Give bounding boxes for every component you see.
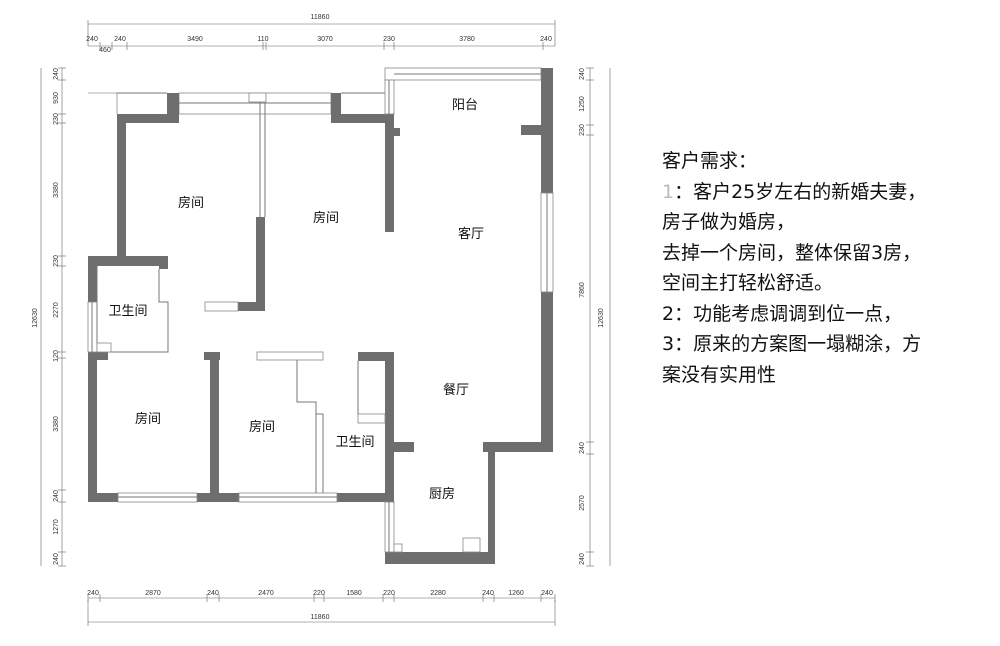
top-total-dimension: 11860 bbox=[311, 14, 330, 21]
right-dimension: 240 bbox=[579, 553, 586, 565]
left-dimension: 3380 bbox=[53, 182, 60, 198]
room-label-bathroom: 卫生间 bbox=[108, 304, 147, 319]
right-dimension: 7860 bbox=[579, 282, 586, 298]
top-dimension: 230 bbox=[383, 36, 395, 43]
top-dimension: 460 bbox=[99, 47, 111, 54]
bottom-dimension: 220 bbox=[383, 590, 395, 597]
bottom-dimension: 1260 bbox=[508, 590, 524, 597]
bottom-dimension: 1580 bbox=[346, 590, 362, 597]
client-requirements-notes: 客户需求： 1：客户25岁左右的新婚夫妻， 房子做为婚房， 去掉一个房间，整体保… bbox=[662, 146, 992, 390]
notes-line: 空间主打轻松舒适。 bbox=[662, 272, 834, 294]
notes-line: 去掉一个房间，整体保留3房， bbox=[662, 241, 922, 264]
room-label-bedroom: 房间 bbox=[249, 419, 275, 435]
bottom-dimension: 2280 bbox=[430, 590, 446, 597]
bottom-dimension: 220 bbox=[313, 590, 325, 597]
room-label-bathroom: 卫生间 bbox=[335, 435, 374, 450]
top-dimension: 240 bbox=[86, 36, 98, 43]
room-label-bedroom: 房间 bbox=[313, 210, 339, 226]
left-dimension: 230 bbox=[53, 113, 60, 125]
left-dimension: 2270 bbox=[53, 302, 60, 318]
room-label-kitchen: 厨房 bbox=[429, 486, 455, 502]
notes-line-text: ：客户25岁左右的新婚夫妻， bbox=[674, 180, 927, 203]
fixtures-and-windows bbox=[87, 67, 554, 553]
room-label-living-room: 客厅 bbox=[458, 226, 484, 242]
notes-line: 案没有实用性 bbox=[662, 363, 777, 386]
right-dimension: 240 bbox=[579, 68, 586, 80]
top-dimension-chain: 11860 240 240 460 3490 110 3070 230 3780… bbox=[86, 14, 556, 54]
bottom-dimension: 2870 bbox=[145, 590, 161, 597]
walls bbox=[88, 68, 553, 564]
left-dimension: 240 bbox=[53, 68, 60, 80]
room-label-bedroom: 房间 bbox=[178, 195, 204, 211]
top-dimension: 240 bbox=[114, 36, 126, 43]
room-labels: 阳台 房间 房间 客厅 卫生间 餐厅 房间 房间 卫生间 厨房 bbox=[108, 98, 484, 502]
room-label-bedroom: 房间 bbox=[135, 411, 161, 427]
left-total-dimension: 12630 bbox=[32, 308, 39, 328]
bottom-total-dimension: 11860 bbox=[311, 614, 330, 621]
left-dimension: 230 bbox=[53, 255, 60, 267]
top-dimension: 240 bbox=[540, 36, 552, 43]
left-dimension: 240 bbox=[53, 553, 60, 565]
left-dimension-chain: 240 930 230 3380 230 2270 120 3380 240 1… bbox=[32, 67, 66, 567]
notes-line: 2：功能考虑调调到位一点， bbox=[662, 302, 903, 325]
bottom-dimension: 2470 bbox=[258, 590, 274, 597]
left-dimension: 1270 bbox=[53, 519, 60, 535]
right-total-dimension: 12630 bbox=[598, 308, 605, 328]
top-dimension: 3490 bbox=[187, 36, 203, 43]
bottom-dimension: 240 bbox=[207, 590, 219, 597]
bottom-dimension: 240 bbox=[87, 590, 99, 597]
notes-line: 1：客户25岁左右的新婚夫妻， bbox=[662, 177, 992, 208]
notes-line: 3：原来的方案图一塌糊涂，方 bbox=[662, 333, 922, 355]
room-label-dining-room: 餐厅 bbox=[443, 382, 469, 398]
room-label-balcony: 阳台 bbox=[452, 98, 478, 113]
notes-line: 房子做为婚房， bbox=[662, 211, 796, 233]
bottom-dimension: 240 bbox=[541, 590, 553, 597]
left-dimension: 930 bbox=[53, 92, 60, 104]
right-dimension: 230 bbox=[579, 124, 586, 136]
right-dimension: 240 bbox=[579, 442, 586, 454]
bottom-dimension-chain: 240 2870 240 2470 220 1580 220 2280 240 … bbox=[87, 590, 556, 626]
notes-line-number: 1 bbox=[662, 180, 675, 203]
right-dimension: 1250 bbox=[579, 96, 586, 112]
top-dimension: 110 bbox=[257, 36, 268, 43]
left-dimension: 120 bbox=[53, 350, 60, 362]
top-dimension: 3780 bbox=[459, 36, 475, 43]
bottom-dimension: 240 bbox=[482, 590, 494, 597]
right-dimension: 2570 bbox=[579, 495, 586, 511]
left-dimension: 240 bbox=[53, 490, 60, 502]
top-dimension: 3070 bbox=[317, 36, 333, 43]
left-dimension: 3380 bbox=[53, 416, 60, 432]
notes-title: 客户需求： bbox=[662, 150, 758, 172]
right-dimension-chain: 240 1250 230 7860 240 2570 240 12630 bbox=[579, 67, 611, 567]
floor-plan: 11860 240 240 460 3490 110 3070 230 3780… bbox=[32, 14, 611, 626]
